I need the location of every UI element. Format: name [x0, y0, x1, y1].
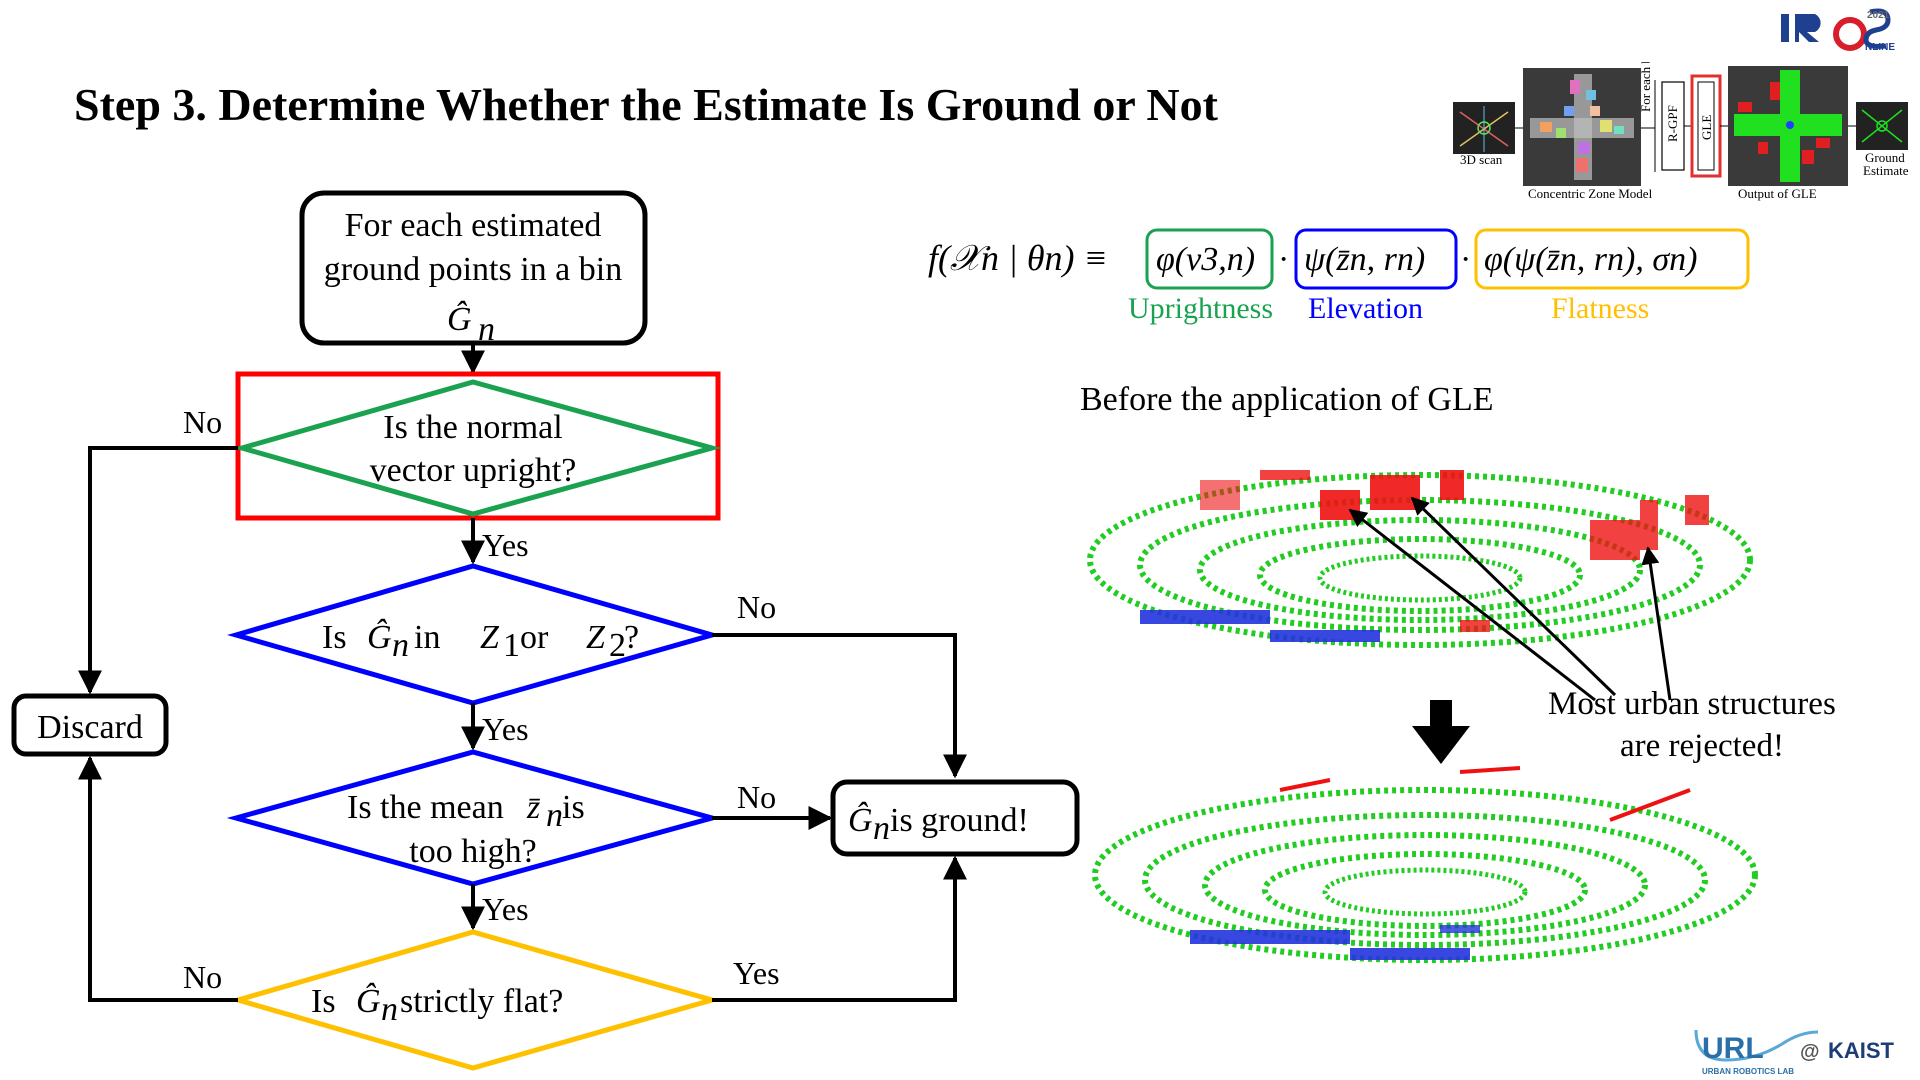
elevation-term: ψ(z̄n, rn) — [1304, 241, 1425, 278]
elevation-label: Elevation — [1308, 292, 1423, 325]
label-yes-height: Yes — [482, 891, 529, 927]
discard-label: Discard — [37, 709, 143, 746]
annotation-arrow-2 — [1410, 496, 1617, 697]
equation-lhs: f(𝒳n | θn) ≡ — [928, 238, 1108, 278]
caption-3d-scan: 3D scan — [1460, 152, 1503, 167]
flatness-term-box — [1474, 228, 1750, 290]
arrow-upright-no — [78, 446, 238, 695]
caption-gle-output: Output of GLE — [1738, 186, 1817, 201]
decision-zone — [226, 563, 722, 706]
equation-svg: f(𝒳n | θn) ≡ φ(v3,n) · ψ(z̄n, rn) · φ(ψ(… — [928, 228, 1750, 325]
decision-height-line2: too high? — [409, 833, 536, 870]
decision-height-sub: n — [546, 797, 563, 834]
ground-box — [830, 779, 1080, 857]
label-no-upright: No — [183, 404, 222, 440]
pipeline-figure: 3D scan Concentric Zone Model For each b… — [1453, 62, 1909, 201]
flowchart: For each estimated ground points in a bi… — [11, 190, 1080, 1071]
iros-s-shape — [1863, 8, 1891, 49]
before-caption: Before the application of GLE — [1080, 381, 1494, 418]
decision-zone-z2-sub: 2 — [609, 627, 626, 664]
caption-gle: GLE — [1699, 115, 1714, 140]
decision-upright — [232, 379, 722, 517]
equation-block: f(𝒳n | θn) ≡ φ(v3,n) · ψ(z̄n, rn) · φ(ψ(… — [928, 228, 1758, 328]
ground-box-suffix: is ground! — [890, 802, 1029, 839]
decision-height-symbol: z̄ — [526, 789, 541, 826]
at-symbol: @ — [1800, 1041, 1820, 1063]
down-arrow-icon — [1412, 700, 1470, 764]
footer-logos: URL URBAN ROBOTICS LAB @ KAIST — [1694, 1029, 1895, 1076]
arrow-zone-no — [712, 633, 967, 779]
decision-zone-z1: Z — [480, 619, 500, 656]
iros-o-ring — [1833, 17, 1867, 51]
caption-rgpf: R-GPF — [1665, 105, 1680, 142]
pointcloud-illustration: Before the application of GLE Most urban… — [1080, 381, 1836, 963]
pointcloud-after — [1092, 766, 1758, 963]
label-yes-zone: Yes — [482, 711, 529, 747]
decision-zone-sub: n — [392, 627, 409, 664]
iros-i-bar — [1781, 14, 1789, 42]
flatness-term: φ(ψ(z̄n, rn), σn) — [1484, 241, 1697, 278]
upright-term: φ(v3,n) — [1156, 241, 1255, 278]
annotation-arrow-1 — [1348, 508, 1596, 702]
ground-box-symbol: Ĝ — [848, 801, 873, 839]
start-box-line2: ground points in a bin — [324, 251, 622, 288]
iros-online: NLINE — [1865, 42, 1895, 53]
elevation-term-box — [1294, 228, 1458, 290]
flatness-label: Flatness — [1551, 292, 1649, 325]
caption-czm: Concentric Zone Model — [1528, 186, 1653, 201]
caption-ground-2: Estimate — [1863, 163, 1909, 178]
decision-flat-symbol: Ĝ — [356, 982, 381, 1020]
label-no-height: No — [737, 779, 776, 815]
label-no-flat: No — [183, 959, 222, 995]
decision-flat-prefix: Is — [311, 983, 336, 1020]
decision-zone-z2: Z — [586, 619, 606, 656]
decision-zone-symbol: Ĝ — [367, 618, 392, 656]
decision-zone-middle: in — [414, 619, 440, 656]
url-lab-logo: URL — [1702, 1032, 1764, 1065]
uprightness-label: Uprightness — [1128, 292, 1273, 325]
arrow-flat-yes — [712, 855, 967, 1002]
label-yes-upright: Yes — [482, 527, 529, 563]
pointcloud-before — [1087, 470, 1753, 648]
decision-height-suffix: is — [562, 789, 585, 826]
annotation-arrow-3 — [1641, 546, 1672, 701]
annotation-line2: are rejected! — [1620, 728, 1784, 764]
decision-zone-suffix: ? — [624, 619, 639, 656]
decision-upright-line2: vector upright? — [370, 452, 577, 489]
decision-upright-line1: Is the normal — [383, 409, 562, 446]
discard-box — [11, 693, 169, 757]
kaist-logo: KAIST — [1828, 1038, 1895, 1063]
start-box-line1: For each estimated — [345, 207, 602, 244]
decision-flat-sub: n — [381, 991, 398, 1028]
iros-logo: 2021 NLINE — [1781, 8, 1895, 53]
decision-flat-suffix: strictly flat? — [400, 983, 563, 1020]
url-lab-subtitle: URBAN ROBOTICS LAB — [1702, 1067, 1794, 1076]
upright-term-box — [1145, 228, 1274, 290]
iros-year: 2021 — [1867, 10, 1890, 21]
label-no-zone: No — [737, 589, 776, 625]
decision-zone-z1-sub: 1 — [503, 627, 520, 664]
caption-per-bin: For each bin — [1638, 62, 1653, 112]
decision-zone-or: or — [520, 619, 549, 656]
caption-ground-1: Ground — [1865, 150, 1905, 165]
url-lab-swoosh — [1694, 1029, 1819, 1062]
iros-r-shape — [1795, 14, 1821, 42]
start-box-symbol: Ĝ — [447, 300, 472, 338]
ground-box-sub: n — [873, 810, 890, 847]
start-box-subscript: n — [478, 311, 495, 348]
annotation-line1: Most urban structures — [1548, 686, 1836, 722]
decision-zone-prefix: Is — [322, 619, 347, 656]
dot-2: · — [1460, 241, 1471, 278]
arrow-flat-no — [78, 755, 238, 1002]
label-yes-flat: Yes — [733, 955, 780, 991]
slide-title: Step 3. Determine Whether the Estimate I… — [74, 79, 1218, 130]
dot-1: · — [1278, 241, 1289, 278]
decision-height-prefix: Is the mean — [347, 789, 504, 826]
